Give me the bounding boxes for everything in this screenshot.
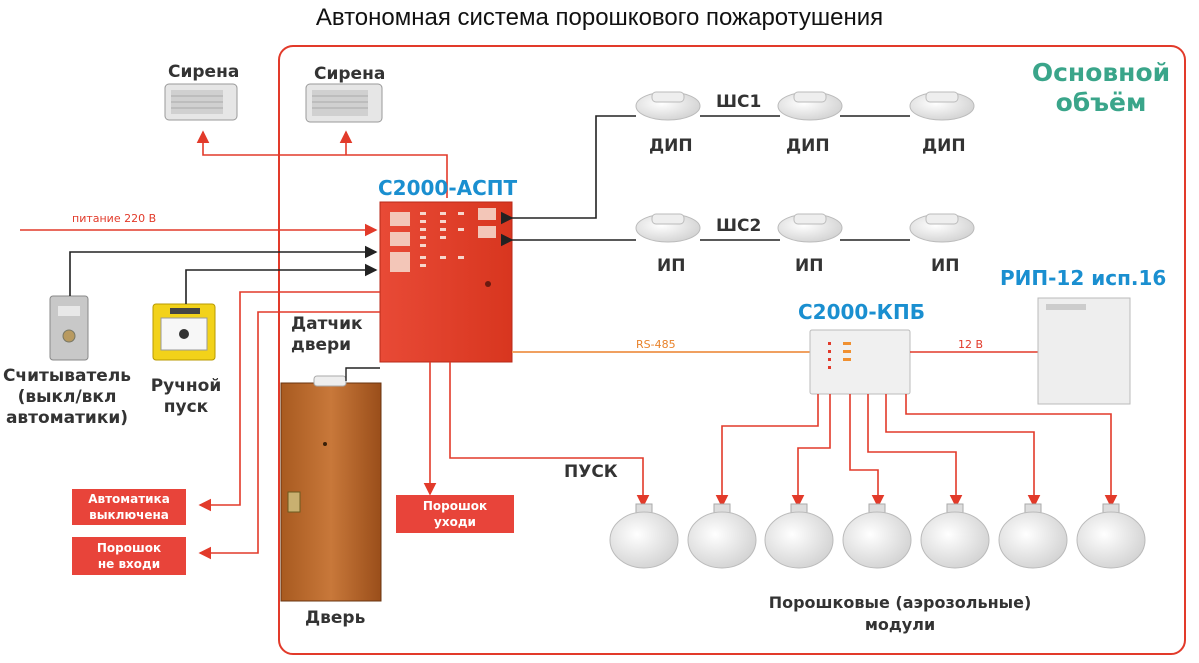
reader-label: Считыватель (выкл/вкл автоматики) bbox=[0, 366, 134, 429]
loop-shs1 bbox=[500, 115, 636, 225]
powder-module-icon bbox=[842, 503, 912, 569]
manual-line bbox=[185, 263, 378, 304]
power-supply-icon bbox=[1037, 297, 1131, 405]
loop-shs2-label: ШС2 bbox=[716, 216, 762, 236]
siren-line bbox=[196, 130, 448, 198]
detector-label: ИП bbox=[931, 256, 960, 276]
powder-module-icon bbox=[998, 503, 1068, 569]
detector-label: ДИП bbox=[786, 136, 830, 156]
smoke-detector-icon bbox=[909, 91, 975, 121]
v12-label: 12 В bbox=[958, 338, 984, 351]
siren-icon bbox=[305, 83, 383, 123]
detector-label: ДИП bbox=[649, 136, 693, 156]
power-label: питание 220 В bbox=[72, 212, 157, 225]
reader-label-line: Считыватель bbox=[2, 366, 132, 386]
manual-label-line: Ручной bbox=[150, 376, 222, 396]
door-sensor-label-line: Датчик bbox=[291, 314, 363, 334]
controller-label: С2000-АСПТ bbox=[378, 176, 518, 200]
detector-icon bbox=[777, 213, 843, 243]
detector-label: ИП bbox=[795, 256, 824, 276]
controller-panel bbox=[379, 201, 513, 363]
reader-label-line: (выкл/вкл bbox=[17, 387, 117, 407]
indicator-automatics-off: Автоматика выключена bbox=[72, 489, 186, 525]
module-line bbox=[715, 394, 819, 508]
manual-call-point-icon bbox=[152, 303, 216, 361]
detector-icon bbox=[635, 213, 701, 243]
indicator-text: Порошок bbox=[422, 499, 488, 513]
zone-label-line1: Основной bbox=[1031, 58, 1171, 87]
loop-shs1-label: ШС1 bbox=[716, 92, 762, 112]
zone-label: Основной объём bbox=[1026, 58, 1176, 118]
module-line bbox=[885, 394, 1041, 508]
diagram-title: Автономная система порошкового пожаротуш… bbox=[315, 4, 884, 31]
door-label: Дверь bbox=[305, 608, 366, 628]
module-line bbox=[867, 394, 963, 508]
modules-label-line: Порошковые (аэрозольные) bbox=[768, 593, 1032, 612]
card-reader-icon bbox=[49, 295, 89, 361]
indicator-line bbox=[198, 291, 380, 512]
detector-label: ДИП bbox=[922, 136, 966, 156]
door-icon bbox=[280, 375, 382, 602]
manual-label: Ручной пуск bbox=[146, 376, 226, 418]
rip-label: РИП-12 исп.16 bbox=[1000, 266, 1167, 290]
detector-label: ИП bbox=[657, 256, 686, 276]
indicator-text: Порошок bbox=[96, 541, 162, 555]
indicator-line bbox=[198, 311, 380, 560]
module-line bbox=[849, 394, 885, 508]
indicator-powder-leave: Порошок уходи bbox=[396, 495, 514, 533]
module-line bbox=[905, 394, 1118, 508]
detector-icon bbox=[909, 213, 975, 243]
indicator-text: не входи bbox=[97, 557, 161, 571]
rs485-label: RS-485 bbox=[636, 338, 676, 351]
indicator-text: Автоматика bbox=[88, 492, 170, 506]
siren-icon bbox=[164, 83, 238, 121]
siren-label: Сирена bbox=[314, 64, 386, 84]
door-sensor-line bbox=[345, 367, 380, 381]
start-line bbox=[449, 362, 650, 508]
reader-label-line: автоматики) bbox=[5, 408, 129, 428]
door-sensor-label-line: двери bbox=[291, 335, 352, 355]
powder-module-icon bbox=[609, 503, 679, 569]
main-zone-border bbox=[278, 45, 1186, 655]
powder-module-icon bbox=[764, 503, 834, 569]
indicator-text: выключена bbox=[89, 508, 169, 522]
zone-label-line2: объём bbox=[1055, 88, 1147, 117]
indicator-text: уходи bbox=[434, 515, 476, 529]
modules-label-line: модули bbox=[864, 615, 936, 634]
smoke-detector-icon bbox=[635, 91, 701, 121]
powder-module-icon bbox=[687, 503, 757, 569]
module-line bbox=[791, 394, 831, 508]
door-sensor-label: Датчик двери bbox=[291, 314, 363, 356]
modules-label: Порошковые (аэрозольные) модули bbox=[740, 592, 1060, 636]
indicator-powder-no-enter: Порошок не входи bbox=[72, 537, 186, 575]
siren-label: Сирена bbox=[168, 62, 240, 82]
powder-module-icon bbox=[1076, 503, 1146, 569]
smoke-detector-icon bbox=[777, 91, 843, 121]
kpb-module bbox=[809, 329, 911, 395]
reader-line bbox=[69, 245, 378, 296]
manual-label-line: пуск bbox=[163, 397, 209, 417]
kpb-label: С2000-КПБ bbox=[798, 300, 925, 324]
powder-module-icon bbox=[920, 503, 990, 569]
start-label: ПУСК bbox=[564, 462, 618, 482]
